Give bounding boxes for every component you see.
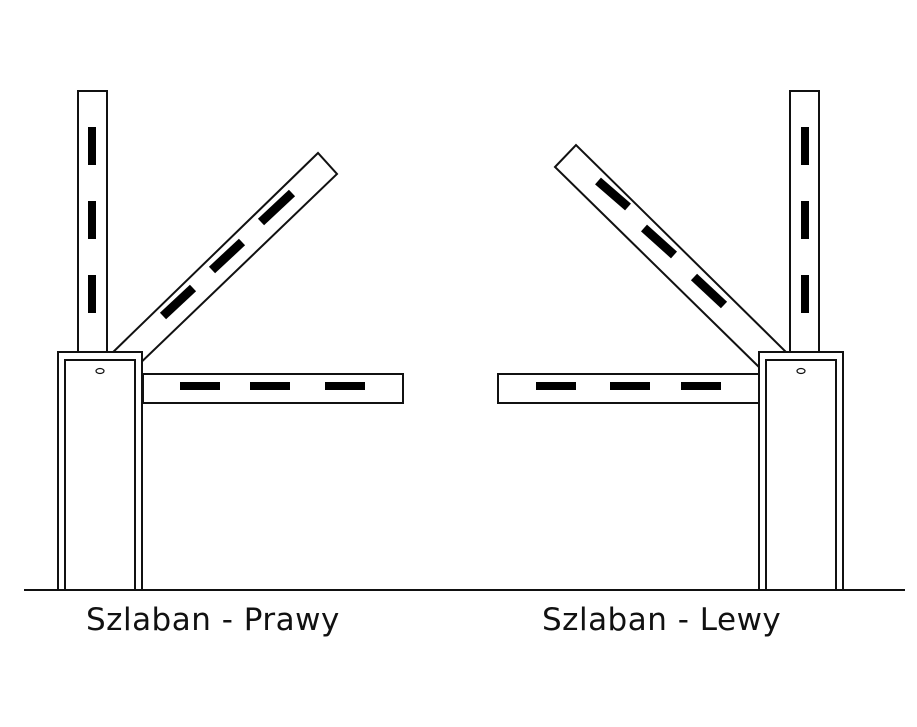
lock-icon (95, 367, 105, 375)
arm-stripe (610, 382, 650, 390)
arm-stripe (250, 382, 290, 390)
arm-stripe (257, 189, 296, 226)
left-barrier-label: Szlaban - Lewy (542, 602, 782, 638)
arm-stripe (801, 127, 809, 165)
left-barrier-arm-vertical (789, 90, 820, 353)
right-barrier-arm-diagonal (106, 151, 339, 375)
left-barrier-arm-diagonal (553, 143, 787, 372)
arm-stripe (325, 382, 365, 390)
left-barrier-cabinet (758, 351, 844, 591)
right-barrier-arm-horizontal (142, 373, 404, 404)
right-barrier-cabinet (57, 351, 143, 591)
arm-stripe (88, 127, 96, 165)
arm-stripe (801, 275, 809, 313)
arm-stripe (88, 201, 96, 239)
right-barrier-arm-vertical (77, 90, 108, 353)
arm-stripe (640, 224, 678, 259)
arm-stripe (159, 284, 197, 320)
arm-stripe (681, 382, 721, 390)
arm-stripe (690, 273, 728, 309)
arm-stripe (208, 238, 246, 274)
right-barrier (57, 90, 404, 591)
left-barrier (497, 90, 844, 591)
right-barrier-label: Szlaban - Prawy (86, 602, 340, 638)
arm-stripe (88, 275, 96, 313)
arm-stripe (536, 382, 576, 390)
arm-stripe (595, 177, 631, 211)
arm-stripe (180, 382, 220, 390)
arm-stripe (801, 201, 809, 239)
lock-icon (796, 367, 806, 375)
left-barrier-arm-horizontal (497, 373, 761, 404)
